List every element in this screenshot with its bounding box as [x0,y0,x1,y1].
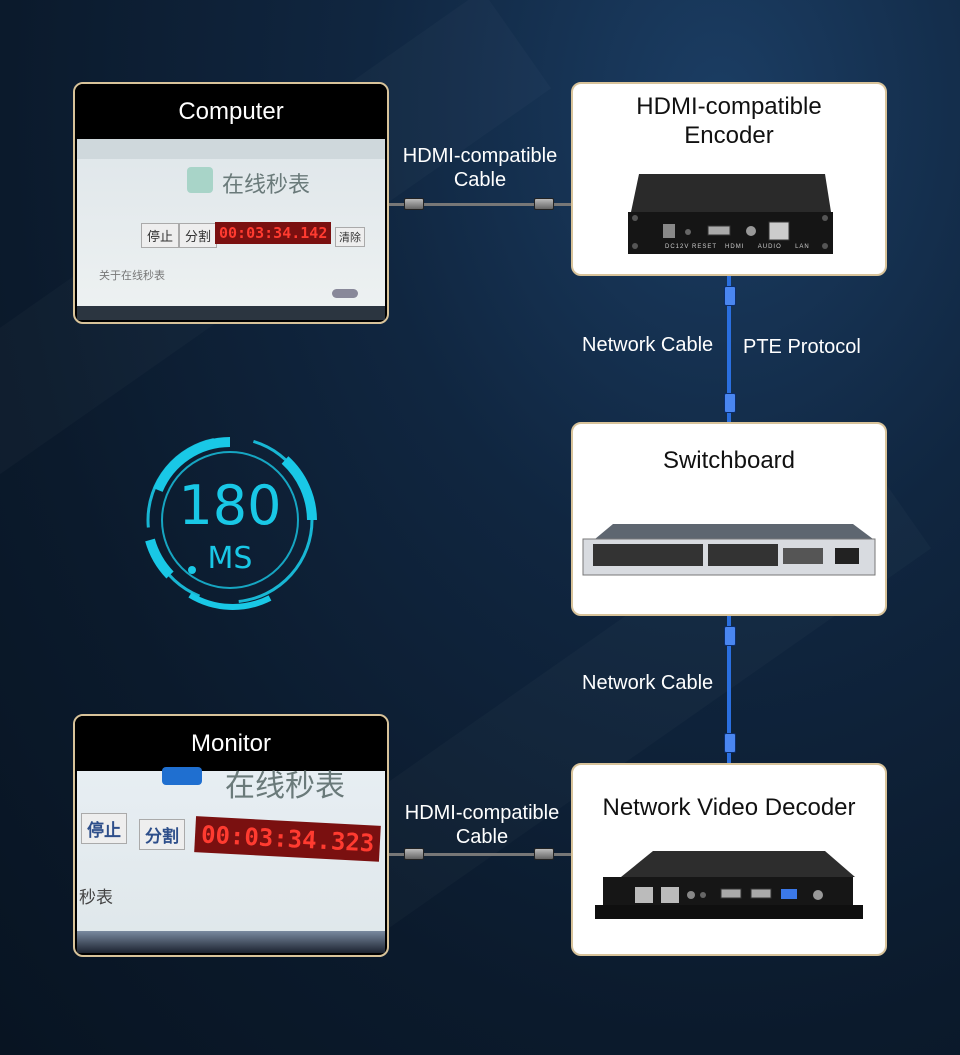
mon-stop-button: 停止 [81,813,127,844]
encoder-port-label: DC12V RESET HDMI AUDIO LAN [665,244,810,250]
monitor-screen: 在线秒表 停止 分割 00:03:34.323 秒表 [77,767,385,953]
hdmi-plug-right-bottom [534,848,554,860]
edge-label-protocol: PTE Protocol [743,336,861,358]
encoder-title: HDMI-compatible Encoder [636,93,822,149]
encoder-device [628,174,833,254]
latency-unit: MS [207,541,253,576]
latency-value: 180 [178,474,282,537]
computer-node: Computer 在线秒表 停止 分割 00:03:34.142 清除 关于在线… [73,82,389,324]
mon-app-title: 在线秒表 [225,769,345,804]
pc-footer-text: 关于在线秒表 [99,270,165,282]
net-plug-lower-top [724,626,736,646]
pc-clear-button: 清除 [335,227,365,247]
edge-label-switch-decoder: Network Cable [582,672,714,694]
switch-title: Switchboard [662,447,796,474]
hdmi-cable-bottom [389,853,571,856]
computer-title: Computer [75,84,387,139]
encoder-node: HDMI-compatible Encoder DC12V RESET HDMI… [571,82,887,276]
mon-timer: 00:03:34.323 [194,816,382,862]
net-plug-upper-bottom [724,393,736,413]
edge-label-decoder-monitor: HDMI-compatible Cable [404,802,560,848]
edge-label-pc-encoder: HDMI-compatible Cable [402,145,558,191]
decoder-device [595,851,863,919]
mon-footer-text: 秒表 [79,888,113,907]
decoder-node: Network Video Decoder [571,763,887,956]
network-cable-lower [727,616,731,763]
hdmi-plug-left-bottom [404,848,424,860]
monitor-title: Monitor [75,716,387,771]
edge-label-encoder-switch: Network Cable [582,334,714,356]
pc-timer: 00:03:34.142 [215,222,332,244]
pc-split-button: 分割 [179,223,218,248]
pc-app-title: 在线秒表 [222,173,311,198]
switch-device [582,524,876,576]
latency-gauge [145,436,317,610]
network-cable-upper [727,276,731,422]
hdmi-plug-left-top [404,198,424,210]
monitor-node: Monitor 在线秒表 停止 分割 00:03:34.323 秒表 [73,714,389,957]
net-plug-lower-bottom [724,733,736,753]
hdmi-cable-top [389,203,571,206]
decoder-title: Network Video Decoder [602,794,856,821]
switch-node: Switchboard [571,422,887,616]
mon-split-button: 分割 [139,819,185,850]
net-plug-upper-top [724,286,736,306]
computer-screen: 在线秒表 停止 分割 00:03:34.142 清除 关于在线秒表 [77,139,385,320]
pc-stop-button: 停止 [141,223,180,248]
hdmi-plug-right-top [534,198,554,210]
